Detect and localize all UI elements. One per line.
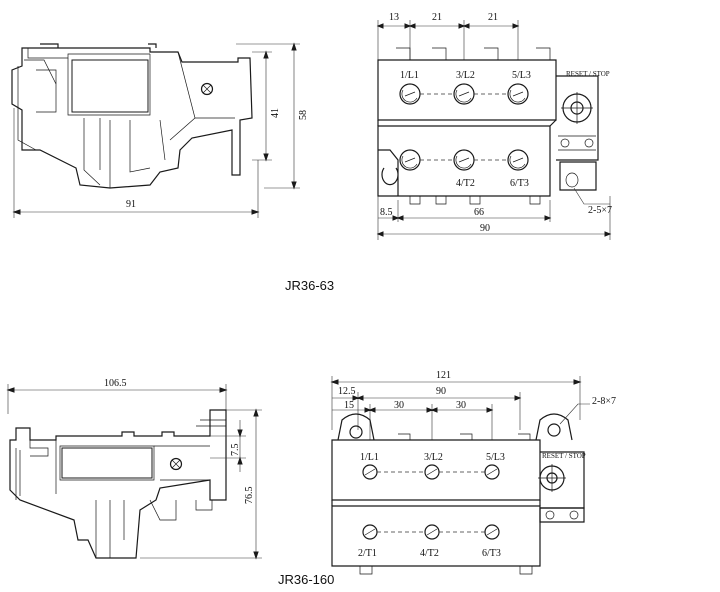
line-terminals-160: 1/L1 3/L2 5/L3	[360, 452, 505, 480]
terminal-5-l3: 5/L3	[512, 70, 531, 81]
caption-jr36-63: JR36-63	[285, 278, 334, 293]
load-terminals-63: 4/T2 6/T3	[399, 149, 529, 189]
dim-121: 121	[436, 370, 451, 381]
terminal-2-t1-160: 2/T1	[358, 548, 377, 559]
dim-58: 58	[298, 110, 309, 120]
jr36-160-side-view: 106.5 7.5 76.5	[6, 378, 262, 560]
terminal-5-l3-160: 5/L3	[486, 452, 505, 463]
dim-15: 15	[344, 400, 354, 411]
reset-stop-label: RESET / STOP	[566, 70, 610, 78]
dim-12-5: 12.5	[338, 386, 356, 397]
holes-2-8x7: 2-8×7	[592, 396, 616, 407]
jr36-160-front-view: 121 12.5 90 15 30 30 2-8×7 RESET / STOP	[330, 370, 616, 575]
dim-41: 41	[270, 108, 281, 118]
dim-30-b: 30	[456, 400, 466, 411]
dim-21-a: 21	[432, 12, 442, 23]
dim-30-a: 30	[394, 400, 404, 411]
dim-66: 66	[474, 207, 484, 218]
dim-106-5: 106.5	[104, 378, 127, 389]
terminal-6-t3: 6/T3	[510, 178, 529, 189]
holes-2-5x7: 2-5×7	[588, 205, 612, 216]
dim-7-5: 7.5	[230, 444, 241, 457]
dim-21-b: 21	[488, 12, 498, 23]
jr36-63-side-view: 91 41 58	[11, 42, 309, 218]
dim-90: 90	[480, 223, 490, 234]
load-terminals-160: 2/T1 4/T2 6/T3	[358, 524, 501, 559]
terminal-6-t3-160: 6/T3	[482, 548, 501, 559]
dim-90-span: 90	[436, 386, 446, 397]
dim-13: 13	[389, 12, 399, 23]
caption-jr36-160: JR36-160	[278, 572, 334, 587]
reset-stop-label-160: RESET / STOP	[542, 452, 586, 460]
terminal-3-l2: 3/L2	[456, 70, 475, 81]
dim-8-5: 8.5	[380, 207, 393, 218]
terminal-4-t2: 4/T2	[456, 178, 475, 189]
dim-76-5: 76.5	[244, 487, 255, 505]
jr36-63-front-view: 13 21 21 RESET / STOP 1/L1 3/L2	[376, 12, 612, 240]
terminal-1-l1: 1/L1	[400, 70, 419, 81]
terminal-3-l2-160: 3/L2	[424, 452, 443, 463]
dim-91: 91	[126, 199, 136, 210]
terminal-1-l1-160: 1/L1	[360, 452, 379, 463]
terminal-4-t2-160: 4/T2	[420, 548, 439, 559]
line-terminals-63: 1/L1 3/L2 5/L3	[399, 70, 531, 105]
